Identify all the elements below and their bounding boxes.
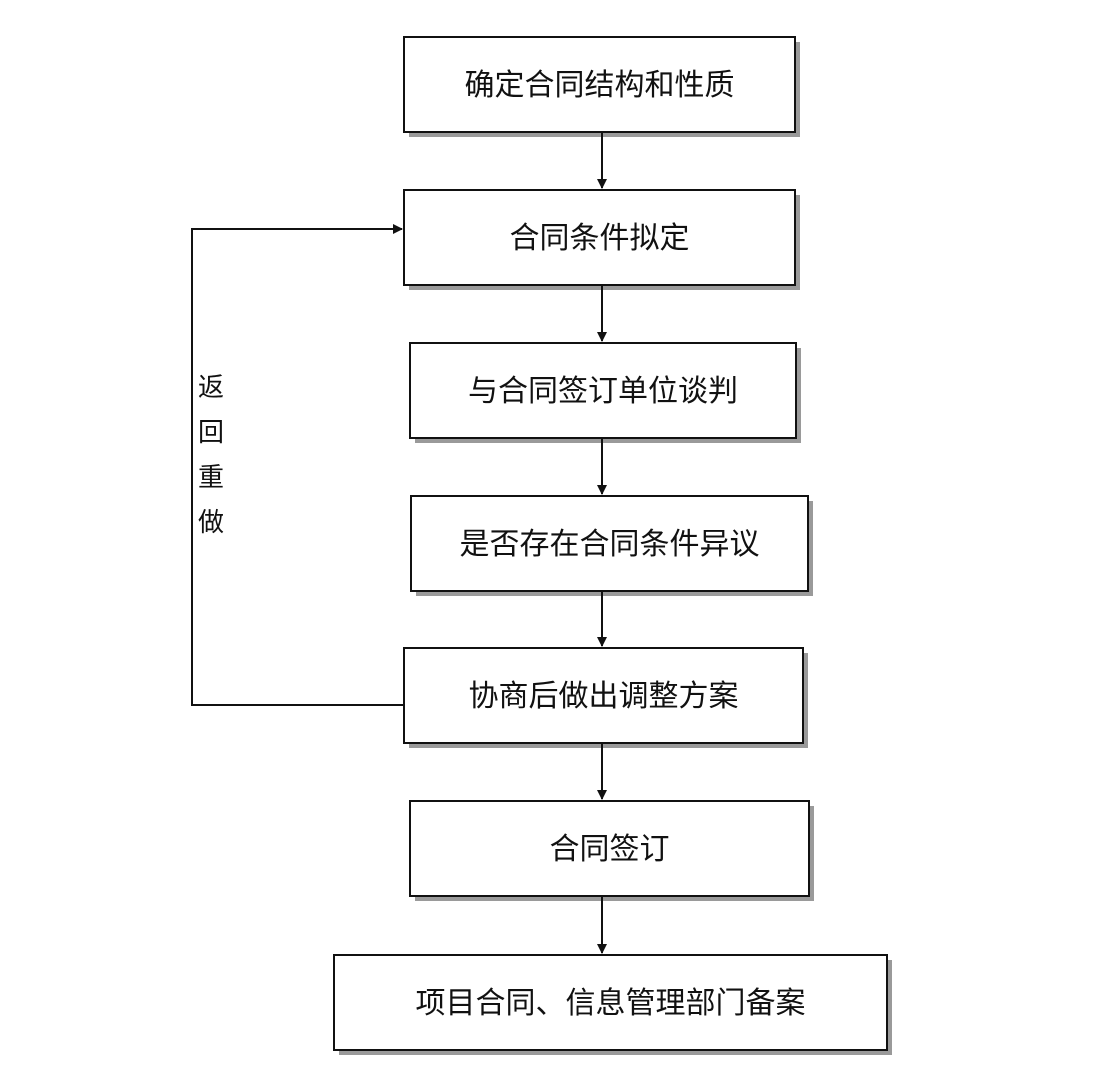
loop-back-arrow — [191, 224, 404, 706]
loop-label-char-1: 返 — [198, 373, 224, 403]
step-box-negotiation: 与合同签订单位谈判 — [409, 342, 801, 443]
loop-label-char-3: 重 — [198, 463, 224, 493]
loop-label-char-2: 回 — [198, 418, 224, 448]
loop-label: 返 回 重 做 — [198, 373, 224, 538]
step-label-adjustment-plan: 协商后做出调整方案 — [469, 679, 739, 714]
step-label-objection-check: 是否存在合同条件异议 — [460, 527, 760, 562]
step-label-contract-signing: 合同签订 — [550, 832, 670, 867]
step-box-contract-signing: 合同签订 — [409, 800, 814, 901]
step-label-draft-conditions: 合同条件拟定 — [510, 221, 690, 256]
step-label-structure: 确定合同结构和性质 — [465, 68, 735, 103]
loop-label-char-4: 做 — [198, 508, 224, 538]
step-label-filing: 项目合同、信息管理部门备案 — [416, 986, 806, 1021]
step-box-adjustment-plan: 协商后做出调整方案 — [403, 647, 808, 748]
step-box-objection-check: 是否存在合同条件异议 — [410, 495, 813, 596]
step-box-draft-conditions: 合同条件拟定 — [403, 189, 800, 290]
step-label-negotiation: 与合同签订单位谈判 — [468, 374, 738, 409]
step-box-structure: 确定合同结构和性质 — [403, 36, 800, 137]
step-box-filing: 项目合同、信息管理部门备案 — [333, 954, 892, 1055]
